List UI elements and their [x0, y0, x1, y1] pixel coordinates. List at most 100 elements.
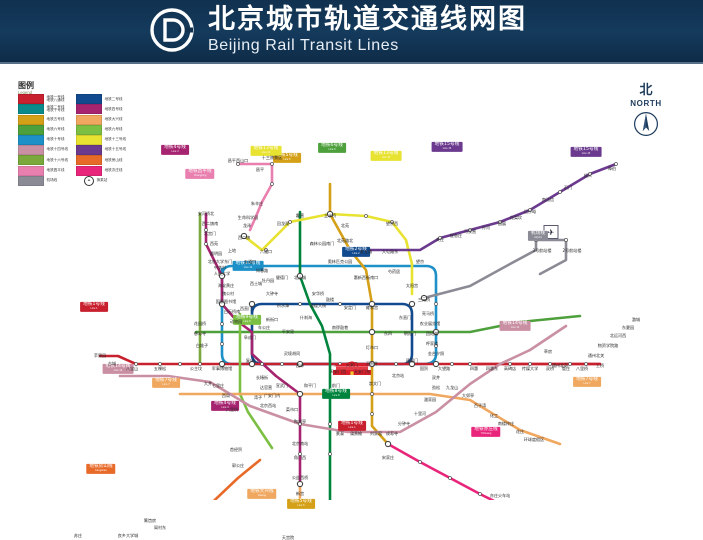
- station-label[interactable]: 九龙山: [446, 385, 458, 390]
- station-label[interactable]: 五棵松: [154, 366, 166, 371]
- legend-item[interactable]: 地铁二号线地铁十号线: [18, 104, 68, 115]
- station-label[interactable]: 新宫: [296, 491, 304, 496]
- station-label[interactable]: 龙泽: [243, 223, 251, 228]
- station-label[interactable]: 惠新西街南口: [354, 275, 379, 280]
- station-label[interactable]: 俸伯: [608, 166, 616, 171]
- station-label[interactable]: 南锣鼓巷: [332, 325, 348, 330]
- station-label[interactable]: 通州北苑: [552, 363, 568, 368]
- station-label[interactable]: 花梨坎: [510, 215, 522, 220]
- station-label[interactable]: 顺义: [584, 173, 592, 178]
- station-label[interactable]: 传媒大学: [522, 366, 538, 371]
- legend-item[interactable]: 地铁十三号线: [76, 135, 126, 146]
- station-label[interactable]: 五道口: [244, 259, 256, 264]
- station-label[interactable]: 西二旗南: [202, 221, 218, 226]
- station-label[interactable]: 马泉营: [464, 229, 476, 234]
- station-label[interactable]: 呼家楼: [426, 341, 438, 346]
- station-label[interactable]: 昌平: [256, 167, 264, 172]
- legend-item[interactable]: 机场线: [18, 175, 68, 186]
- station-label[interactable]: 草房: [544, 349, 552, 354]
- station-label[interactable]: 物资学院路: [598, 343, 618, 348]
- station-label[interactable]: 六道口: [260, 249, 272, 254]
- legend-item[interactable]: 地铁昌平线: [18, 165, 68, 176]
- station-label[interactable]: 分钟寺: [398, 421, 410, 426]
- station-label[interactable]: 土桥: [596, 363, 604, 368]
- station-label[interactable]: 建国门: [406, 358, 418, 363]
- station-label[interactable]: 良乡大学城: [118, 533, 138, 538]
- station-label[interactable]: 平安里: [282, 329, 294, 334]
- station-label[interactable]: 天安门西: [330, 369, 346, 374]
- station-label[interactable]: 望京西: [386, 221, 398, 226]
- station-label[interactable]: 国家图书馆: [216, 299, 236, 304]
- station-label[interactable]: 北宫门: [204, 231, 216, 236]
- station-label[interactable]: 上地: [228, 248, 236, 253]
- station-label[interactable]: 公益西桥: [292, 475, 308, 480]
- station-label[interactable]: 鼓楼大街: [310, 303, 326, 308]
- station-label[interactable]: 北京站: [392, 373, 404, 378]
- station-label[interactable]: 雍和宫: [366, 305, 378, 310]
- station-label[interactable]: 大井: [204, 381, 212, 386]
- station-label[interactable]: 大郊亭: [462, 393, 474, 398]
- station-label[interactable]: 苏庄: [74, 533, 82, 538]
- station-label[interactable]: 长椿街: [256, 375, 268, 380]
- station-label[interactable]: 东直门: [399, 315, 411, 320]
- station-label[interactable]: 积水潭: [277, 303, 289, 308]
- station-label[interactable]: 百子湾: [474, 403, 486, 408]
- station-label[interactable]: 菜市口: [286, 407, 298, 412]
- station-label[interactable]: 灵境胡同: [284, 351, 300, 356]
- station-label[interactable]: 景泰: [336, 431, 344, 436]
- station-label[interactable]: 白石桥南: [224, 309, 240, 314]
- station-label[interactable]: 动物园: [230, 319, 242, 324]
- station-label[interactable]: 郭公庄: [232, 463, 244, 468]
- station-label[interactable]: 东夏园: [622, 325, 634, 330]
- legend-item[interactable]: 地铁十五号线: [76, 145, 126, 156]
- legend-item[interactable]: 地铁九号线: [76, 124, 126, 135]
- station-label[interactable]: 通州北关: [588, 353, 604, 358]
- station-label[interactable]: 西单: [296, 363, 304, 368]
- legend-item[interactable]: 地铁房山线: [76, 155, 126, 166]
- station-label[interactable]: 鼓楼: [326, 297, 334, 302]
- legend-item[interactable]: 地铁十四号线: [18, 145, 68, 156]
- station-label[interactable]: 生命科学园: [238, 215, 258, 220]
- legend-item[interactable]: 地铁五号线: [18, 114, 68, 125]
- station-label[interactable]: 天安门东: [354, 369, 370, 374]
- station-label[interactable]: 湾子: [254, 395, 262, 400]
- station-label[interactable]: 大屯路东: [382, 249, 398, 254]
- station-label[interactable]: 北苑路北: [337, 238, 353, 243]
- airport-station-label[interactable]: 2号航站楼: [563, 248, 582, 253]
- station-label[interactable]: 八里桥: [576, 366, 588, 371]
- station-label[interactable]: 知春路: [256, 268, 268, 273]
- station-label[interactable]: 森林公园南门: [310, 241, 335, 246]
- station-label[interactable]: 西二旗: [238, 235, 250, 240]
- station-label[interactable]: 双井: [432, 375, 440, 380]
- legend-item[interactable]: 地铁一号线地铁八通线: [18, 94, 68, 105]
- station-label[interactable]: 立水桥: [324, 213, 336, 218]
- station-label[interactable]: 车公庄: [258, 325, 270, 330]
- station-label[interactable]: 什刹海: [300, 315, 312, 320]
- station-label[interactable]: 西土城: [250, 281, 262, 286]
- station-label[interactable]: 安华桥: [312, 291, 324, 296]
- airport-station-label[interactable]: 3号航站楼: [533, 248, 552, 253]
- station-label[interactable]: 古城: [108, 361, 116, 366]
- station-label[interactable]: 达官营: [260, 385, 272, 390]
- station-label[interactable]: 天宫院: [282, 535, 294, 540]
- station-label[interactable]: 成寿寺: [386, 431, 398, 436]
- station-label[interactable]: 前门: [332, 383, 340, 388]
- station-label[interactable]: 七里庄: [212, 383, 224, 388]
- station-label[interactable]: 芍药居: [388, 269, 400, 274]
- station-label[interactable]: 北苑: [341, 223, 349, 228]
- station-label[interactable]: 西直门: [240, 306, 252, 311]
- legend-item[interactable]: 地铁十号线: [18, 135, 68, 146]
- station-label[interactable]: 西苑: [210, 241, 218, 246]
- station-label[interactable]: 北京西站: [260, 403, 276, 408]
- station-label[interactable]: 新街口: [266, 317, 278, 322]
- station-label[interactable]: 花庄: [516, 429, 524, 434]
- station-label[interactable]: 崇文门: [369, 381, 381, 386]
